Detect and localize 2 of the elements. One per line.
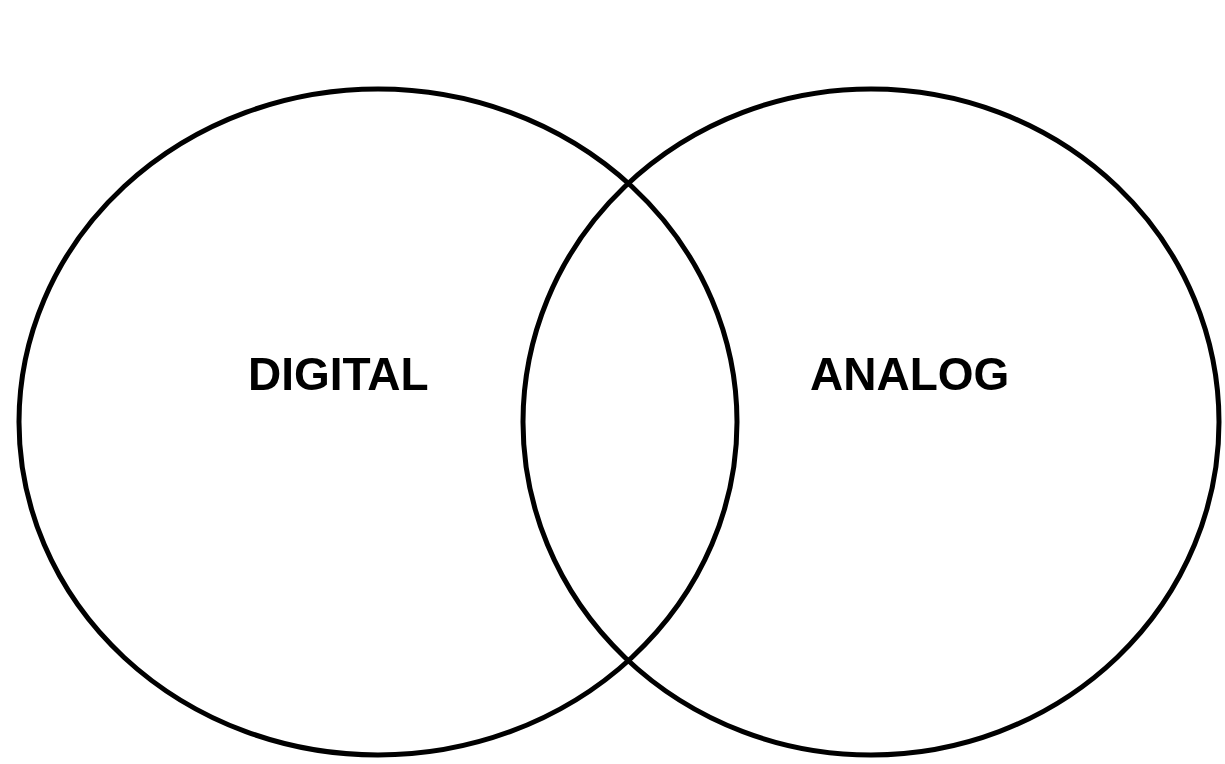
- set-label: DIGITAL: [248, 351, 429, 397]
- set-label: ANALOG: [810, 351, 1010, 397]
